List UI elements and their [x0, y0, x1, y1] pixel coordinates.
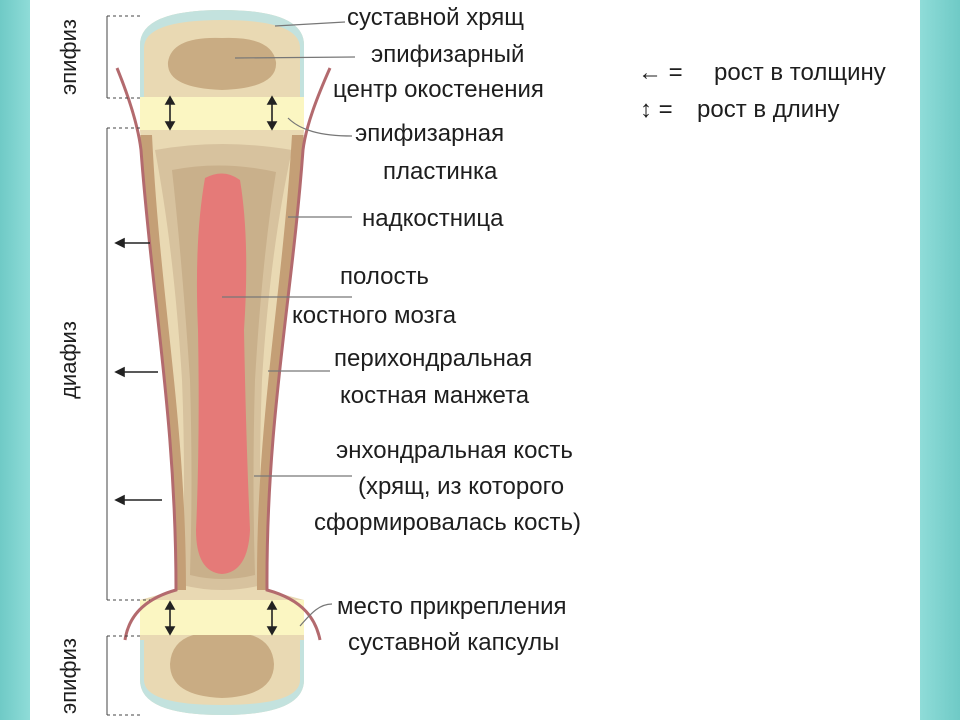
ossification-center-top: [167, 37, 277, 90]
epiphyseal-plate-top: [140, 97, 304, 130]
legend-thickness-text: рост в толщину: [714, 59, 886, 86]
legend: ← = рост в толщину ↕ = рост в длину: [638, 59, 886, 123]
ossification-center-label-1: эпифизарный: [371, 41, 524, 68]
articular-cartilage-label: суставной хрящ: [347, 4, 524, 31]
legend-length-text: рост в длину: [697, 96, 839, 123]
region-brackets: [106, 15, 150, 716]
diaphysis-label: диафиз: [56, 321, 81, 399]
ossification-center-bottom: [170, 631, 274, 698]
right-frame-band: [920, 0, 960, 720]
thickness-growth-arrows: [114, 237, 162, 506]
capsule-attachment-label-1: место прикрепления: [337, 593, 567, 620]
articular-cartilage-top: [140, 10, 304, 100]
marrow-cavity-label-2: костного мозга: [292, 302, 457, 329]
bone-growth-diagram: эпифиз диафиз эпифиз суставной хрящ эпиф…: [56, 4, 886, 716]
epiphysis-bottom-label: эпифиз: [56, 638, 81, 714]
epiphyseal-plate-bottom: [140, 600, 304, 635]
enchondral-bone-label-3: сформировалась кость): [314, 509, 581, 536]
leader-lines: [222, 21, 356, 627]
epiphysis-top-label: эпифиз: [56, 19, 81, 95]
enchondral-bone-label-2: (хрящ, из которого: [358, 473, 564, 500]
ossification-center-label-2: центр окостенения: [333, 76, 544, 103]
bone: [115, 10, 332, 715]
epiphyseal-plate-label-2: пластинка: [383, 158, 498, 185]
legend-length-symbol: ↕ =: [640, 96, 673, 123]
marrow-cavity: [196, 173, 250, 575]
periosteum-left: [115, 67, 178, 641]
perichondral-cuff-label-1: перихондральная: [334, 345, 532, 372]
epiphyseal-plate-label-1: эпифизарная: [355, 120, 504, 147]
left-frame-band: [0, 0, 30, 720]
articular-cartilage-bottom: [140, 640, 304, 715]
capsule-attachment-label-2: суставной капсулы: [348, 629, 559, 656]
length-growth-arrows: [164, 95, 278, 636]
marrow-cavity-label-1: полость: [340, 263, 429, 290]
periosteum-label: надкостница: [362, 205, 504, 232]
enchondral-bone-label-1: энхондральная кость: [336, 437, 573, 464]
slide-panel: эпифиз диафиз эпифиз суставной хрящ эпиф…: [30, 0, 920, 720]
perichondral-cuff-label-2: костная манжета: [340, 382, 530, 409]
legend-thickness-symbol: ← =: [638, 59, 683, 86]
periosteum-right: [265, 67, 332, 641]
